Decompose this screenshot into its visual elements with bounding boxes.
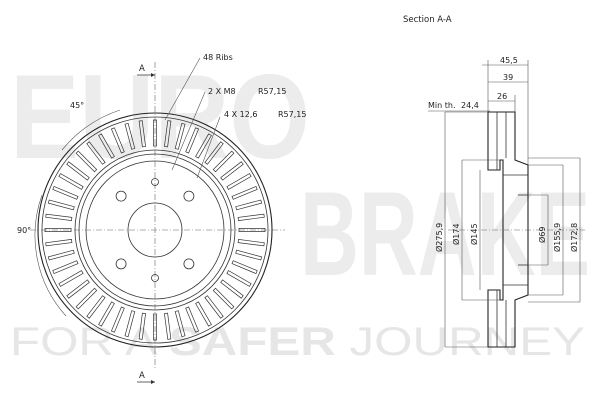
rib [110,306,125,333]
rib [44,228,72,232]
rib [164,312,172,340]
dia-ring-label: Ø174 [451,223,461,245]
min-thickness-label: Min th. 24,4 [428,101,479,110]
bolt-hole [115,258,127,270]
rib [86,295,106,319]
dia-center-label: Ø69 [537,227,547,243]
rib [52,185,79,200]
rib [66,279,90,299]
threaded-hole [151,274,159,282]
rib [86,141,106,165]
rib [220,161,244,181]
dia-hat-label: Ø145 [469,223,479,245]
hole-label: 4 X 12,6 [224,110,257,119]
rib [238,228,266,232]
ribs-label: 48 Ribs [203,53,233,62]
hat-outer [85,160,225,300]
dia-outer-label: Ø275,9 [434,223,444,252]
rib [153,119,157,147]
rib [204,141,224,165]
rib [212,287,235,310]
rib [47,199,75,211]
rib [235,249,263,261]
rib [237,239,265,247]
rib [75,287,98,310]
angle-90-label: 90° [17,226,31,235]
rib [58,173,84,190]
watermark-tagline-part2: JOURNEY [336,320,585,364]
center-bore [127,202,183,258]
ventilation-ribs [44,119,266,341]
rib [45,239,73,247]
section-arrowhead-bottom [151,380,155,384]
hole-radius: R57,15 [278,110,306,119]
rib [226,270,252,287]
watermark-tagline: FOR A SAFER JOURNEY [10,320,585,364]
rib [185,127,200,154]
width-hat-label: 39 [503,73,513,82]
section-marker-top: A [139,64,145,74]
rib [98,133,115,159]
rib [124,122,136,150]
width-total-label: 45,5 [500,56,518,65]
watermark-tagline-bold: SAFER [169,320,336,364]
bolt-hole [183,190,195,202]
rib [212,150,235,173]
rib [235,199,263,211]
section-view: 45,5 39 26 Min th. 24,4 Ø275,9 [428,56,585,348]
disc-outer-edge [37,112,273,348]
rib [231,185,258,200]
disc-inner-edge [78,153,232,307]
m8-leader [171,91,206,171]
rib [138,120,146,148]
ribs-leader [164,57,201,121]
dia-pcd-label: Ø172,8 [569,223,579,252]
rib [174,310,186,338]
width-disc-label: 26 [497,92,507,101]
rib [174,122,186,150]
bolt-hole [183,258,195,270]
hole-leader [196,116,221,179]
rib [98,301,115,327]
m8-radius: R57,15 [258,87,286,96]
disc-profile [487,111,529,348]
min-thickness-text: Min th. [428,101,456,110]
rib [195,301,212,327]
section-arrowhead-top [151,73,155,77]
rib [164,120,172,148]
section-marker-bottom: A [139,371,145,381]
bolt-hole [115,190,127,202]
bolt-holes [115,178,195,282]
rib [52,260,79,275]
rib [204,295,224,319]
rib [185,306,200,333]
front-view: A A 45° 90° 48 Ribs 2 X M8 R57,15 4 X 12… [17,53,306,384]
rib [110,127,125,154]
rib [75,150,98,173]
dia-hub-label: Ø155,9 [552,223,562,252]
rib [195,133,212,159]
m8-label: 2 X M8 [208,87,236,96]
angle-45-arc [61,109,121,151]
rib [220,279,244,299]
rib [231,260,258,275]
rib [47,249,75,261]
rib [45,213,73,221]
rib [138,312,146,340]
threaded-hole [151,178,159,186]
rib [124,310,136,338]
rib [226,173,252,190]
rib [66,161,90,181]
rib [153,313,157,341]
rib [237,213,265,221]
rib [58,270,84,287]
angle-45-label: 45° [70,101,84,110]
min-thickness-value: 24,4 [461,101,479,110]
section-title: Section A-A [403,15,452,25]
disc-outer-rim [41,116,269,344]
angle-90-arc [34,194,67,317]
disc-inner-rim [74,149,236,311]
